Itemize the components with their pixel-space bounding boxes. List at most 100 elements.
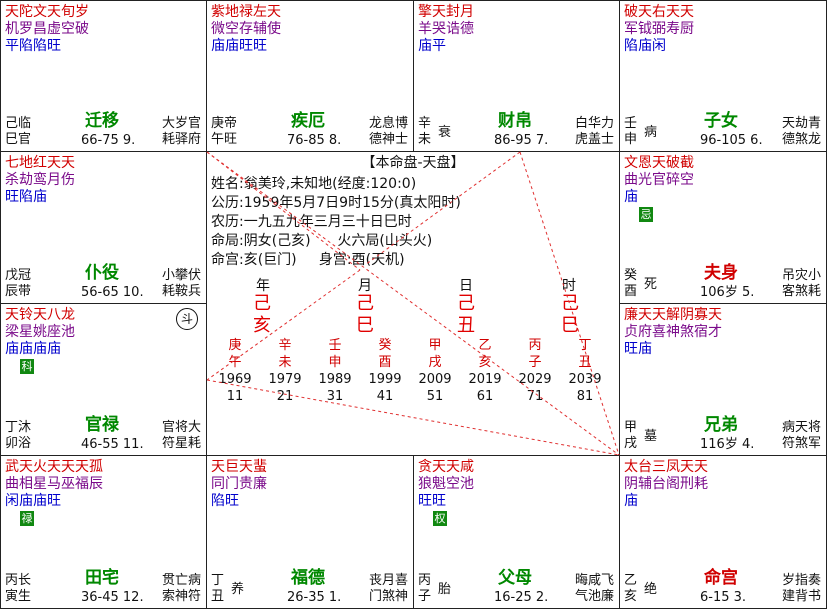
decade-age: 51	[426, 389, 444, 404]
info-line-solar: 公历:1959年5月7日9时15分(真太阳时)	[211, 195, 461, 211]
decade-year: 2019	[468, 372, 502, 387]
sihua-badge: 权	[433, 511, 447, 526]
god-stars: 吊灾小 客煞耗	[781, 268, 821, 299]
star-row: 阴辅台阁刑耗	[624, 476, 708, 492]
chart-title: 【本命盘-天盘】	[361, 155, 465, 171]
info-line-ju: 命局:阴女(己亥) 火六局(山头火)	[211, 233, 433, 249]
age-range: 116岁 4.	[700, 437, 755, 452]
stem-branch-stage: 己临 巳官	[5, 116, 32, 147]
star-row: 梁星姚座池	[5, 324, 75, 340]
star-row: 庙	[624, 189, 638, 205]
growth-stage: 病	[644, 125, 658, 140]
god-stars: 龙息博 德神士	[368, 116, 408, 147]
stem-branch-stage: 壬 申	[624, 116, 638, 147]
god-stars: 丧月喜 门煞神	[368, 573, 408, 604]
decade-gan: 丙	[528, 338, 542, 353]
sihua-badge: 禄	[20, 511, 34, 526]
info-line-ming: 命宫:亥(巨门) 身宫:酉(天机)	[211, 252, 405, 268]
decade-gan: 乙	[478, 338, 492, 353]
star-row: 七地红天天	[5, 155, 75, 171]
pillar-day-gan: 己	[457, 293, 475, 314]
star-row: 庙庙旺旺	[211, 38, 267, 54]
god-stars: 贯亡病 索神符	[161, 573, 201, 604]
decade-age: 21	[276, 389, 294, 404]
decade-age: 61	[476, 389, 494, 404]
god-stars: 白华力 虎盖士	[574, 116, 614, 147]
god-stars: 病天将 符煞军	[781, 420, 821, 451]
star-row: 平陷陷旺	[5, 38, 61, 54]
star-list: 贪天天咸狼魁空池旺旺权	[418, 459, 474, 527]
age-range: 96-105 6.	[700, 133, 763, 148]
star-row: 庙	[624, 493, 638, 509]
star-row: 破天右天天	[624, 4, 694, 20]
god-stars: 官将大 符星耗	[161, 420, 201, 451]
star-row: 杀劫鸾月伤	[5, 172, 75, 188]
info-line-lunar: 农历:一九五九年三月三十日巳时	[211, 214, 412, 230]
dou-marker-icon: 斗	[176, 308, 198, 330]
pillar-month-gan: 己	[356, 293, 374, 314]
god-stars: 天劫青 德煞龙	[781, 116, 821, 147]
star-list: 擎天封月羊哭诰德庙平	[418, 4, 474, 55]
pillar-label-day: 日	[459, 278, 473, 294]
age-range: 106岁 5.	[700, 285, 755, 300]
decade-zhi: 丑	[578, 355, 592, 370]
palace-name: 官禄	[85, 415, 119, 435]
stem-branch-stage: 丁 丑	[211, 573, 225, 604]
growth-stage: 绝	[644, 582, 658, 597]
age-range: 26-35 1.	[287, 590, 342, 605]
pillar-label-month: 月	[358, 278, 372, 294]
star-row: 羊哭诰德	[418, 21, 474, 37]
stem-branch-stage: 丙 子	[418, 573, 432, 604]
growth-stage: 墓	[644, 429, 658, 444]
palace-name: 仆役	[85, 263, 119, 283]
decade-year: 2039	[568, 372, 602, 387]
star-row: 擎天封月	[418, 4, 474, 20]
god-stars: 小攀伏 耗鞍兵	[161, 268, 201, 299]
god-stars: 大岁官 耗驿府	[161, 116, 201, 147]
star-row: 天铃天八龙	[5, 307, 75, 323]
star-row: 闲庙庙旺	[5, 493, 61, 509]
decade-gan: 辛	[278, 338, 292, 353]
decade-year: 2029	[518, 372, 552, 387]
star-row: 武天火天天天孤	[5, 459, 103, 475]
decade-zhi: 申	[328, 355, 342, 370]
decade-year: 1989	[318, 372, 352, 387]
star-row: 紫地禄左天	[211, 4, 281, 20]
pillar-month-zhi: 巳	[356, 315, 374, 336]
star-list: 破天右天天军钺弼寿厨陷庙闲	[624, 4, 694, 55]
decade-zhi: 子	[528, 355, 542, 370]
decade-zhi: 未	[278, 355, 292, 370]
god-stars: 晦咸飞 气池廉	[574, 573, 614, 604]
star-row: 旺旺	[418, 493, 446, 509]
star-row: 微空存辅使	[211, 21, 281, 37]
stem-branch-stage: 丁沐 卯浴	[5, 420, 32, 451]
growth-stage: 衰	[438, 125, 452, 140]
star-row: 同门贵廉	[211, 476, 267, 492]
star-row: 文恩天破截	[624, 155, 694, 171]
decade-year: 1969	[218, 372, 252, 387]
palace-name: 迁移	[85, 111, 119, 131]
pillar-label-year: 年	[256, 278, 270, 294]
palace-name: 父母	[498, 568, 532, 588]
star-row: 机罗昌虚空破	[5, 21, 89, 37]
stem-branch-stage: 乙 亥	[624, 573, 638, 604]
stem-branch-stage: 甲 戌	[624, 420, 638, 451]
decade-gan: 壬	[328, 338, 342, 353]
